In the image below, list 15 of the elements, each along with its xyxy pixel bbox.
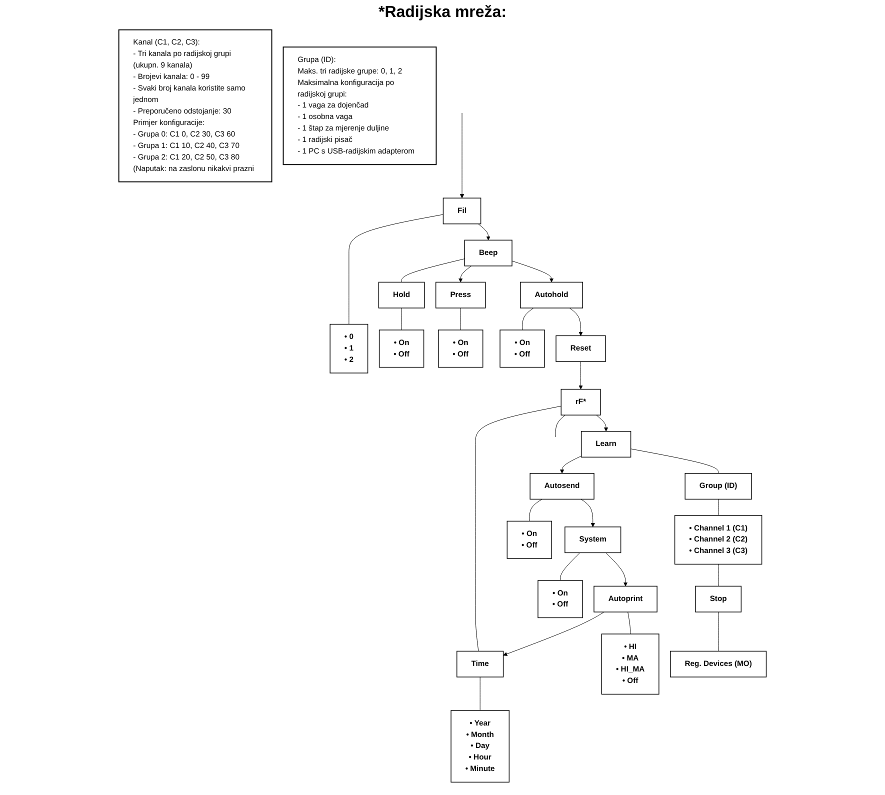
connector [460, 308, 461, 330]
connector [401, 258, 465, 282]
connector [628, 612, 630, 634]
connector [718, 612, 719, 652]
connector [348, 214, 444, 324]
connector [555, 414, 566, 438]
connector [718, 564, 719, 586]
connector [522, 308, 534, 330]
connector [630, 448, 719, 474]
connector [560, 552, 580, 581]
connector [718, 498, 719, 516]
connector [401, 308, 402, 330]
connector [529, 498, 542, 522]
note-heading: *Radijska mreža: [378, 4, 507, 22]
connector [475, 406, 562, 652]
